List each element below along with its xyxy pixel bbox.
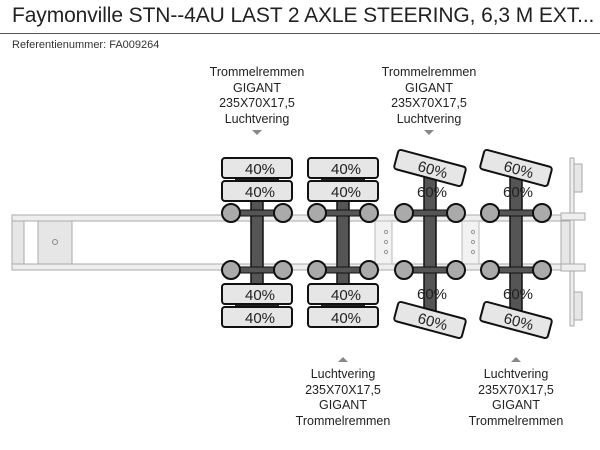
label-line: 235X70X17,5 xyxy=(478,382,554,397)
label-line: GIGANT xyxy=(405,80,453,95)
tyre-load-label: 40% xyxy=(245,161,275,178)
tyre-load-label: 40% xyxy=(331,287,361,304)
tyre-bottom-outer: 40% xyxy=(221,306,293,328)
label-line: Trommelremmen xyxy=(381,65,477,79)
tyre-load-label-inner: 60% xyxy=(503,286,533,303)
wheel-hub-icon xyxy=(532,260,552,280)
tyre-shape xyxy=(479,148,553,188)
label-line: GIGANT xyxy=(319,398,367,412)
tyre-top-inner: 40% xyxy=(221,180,293,202)
wheel-hub-icon xyxy=(307,260,327,280)
wheel-hub-icon xyxy=(273,260,293,280)
tyre-shape xyxy=(221,157,293,179)
tyre-shape xyxy=(479,300,553,340)
tyre-bottom-inner: 40% xyxy=(307,283,379,305)
axle-1: 40% 40% 40% 40% xyxy=(221,157,293,328)
wheel-hub-icon xyxy=(480,203,500,223)
pointer-down-icon xyxy=(424,130,434,135)
tyre-load-label: 40% xyxy=(331,310,361,327)
tyre-shape xyxy=(393,148,467,188)
pointer-up-icon xyxy=(511,357,521,362)
tyre-bottom-inner: 40% xyxy=(221,283,293,305)
tyre-top-outer: 60% xyxy=(479,148,553,188)
wheel-hub-icon xyxy=(446,203,466,223)
tyre-load-label: 40% xyxy=(245,287,275,304)
tyre-shape xyxy=(307,283,379,305)
axle-label-top-1: Trommelremmen GIGANT 235X70X17,5 Luchtve… xyxy=(187,65,327,127)
label-line: 235X70X17,5 xyxy=(219,96,295,110)
axle-4: 60%60%60%60% xyxy=(479,148,553,340)
axle-label-bottom-1: Luchtvering 235X70X17,5 GIGANT Trommelre… xyxy=(273,367,413,429)
label-line: 235X70X17,5 xyxy=(391,96,467,110)
label-line: GIGANT xyxy=(492,398,540,412)
tyre-shape xyxy=(307,180,379,202)
title-divider xyxy=(0,33,600,34)
tyre-shape xyxy=(221,306,293,328)
wheel-hub-icon xyxy=(221,260,241,280)
label-line: Trommelremmen xyxy=(468,413,564,428)
tyre-load-label: 40% xyxy=(245,310,275,327)
wheel-hub-icon xyxy=(359,260,379,280)
label-line: 235X70X17,5 xyxy=(305,382,381,397)
label-line: Luchtvering xyxy=(396,111,462,126)
axle-label-top-2: Trommelremmen GIGANT 235X70X17,5 Luchtve… xyxy=(359,65,499,127)
wheel-hub-icon xyxy=(480,260,500,280)
wheel-hub-icon xyxy=(221,203,241,223)
label-line: Trommelremmen xyxy=(295,413,391,428)
axle-label-bottom-2: Luchtvering 235X70X17,5 GIGANT Trommelre… xyxy=(446,367,586,429)
axle-3: 60%60%60%60% xyxy=(393,148,467,340)
kingpin-icon xyxy=(52,239,58,245)
tyre-top-inner: 40% xyxy=(307,180,379,202)
tyre-top-outer: 40% xyxy=(307,157,379,179)
tyre-load-label: 40% xyxy=(331,184,361,201)
tyre-shape xyxy=(307,306,379,328)
tyre-load-label-inner: 60% xyxy=(417,184,447,201)
wheel-hub-icon xyxy=(394,203,414,223)
tyre-shape xyxy=(307,157,379,179)
tyre-load-label: 40% xyxy=(245,184,275,201)
label-line: Luchtvering xyxy=(224,111,290,126)
tyre-shape xyxy=(221,283,293,305)
tyre-shape xyxy=(393,300,467,340)
pointer-up-icon xyxy=(338,357,348,362)
wheel-hub-icon xyxy=(359,203,379,223)
pointer-down-icon xyxy=(252,130,262,135)
tyre-top-outer: 40% xyxy=(221,157,293,179)
reference-number: Referentienummer: FA009264 xyxy=(12,39,160,51)
tyre-load-label: 40% xyxy=(331,161,361,178)
label-line: Trommelremmen xyxy=(209,65,305,79)
wheel-hub-icon xyxy=(273,203,293,223)
label-line: Luchtvering xyxy=(310,367,376,381)
page-title: Faymonville STN--4AU LAST 2 AXLE STEERIN… xyxy=(12,4,595,27)
label-line: Luchtvering xyxy=(483,367,549,381)
tyre-shape xyxy=(221,180,293,202)
tyre-bottom-outer: 40% xyxy=(307,306,379,328)
wheel-hub-icon xyxy=(307,203,327,223)
label-line: GIGANT xyxy=(233,80,281,95)
wheel-hub-icon xyxy=(394,260,414,280)
wheel-hub-icon xyxy=(446,260,466,280)
tyre-load-label-inner: 60% xyxy=(417,286,447,303)
axle-2: 40% 40% 40% 40% xyxy=(307,157,379,328)
tyre-load-label-inner: 60% xyxy=(503,184,533,201)
wheel-hub-icon xyxy=(532,203,552,223)
chassis-frame xyxy=(11,157,586,327)
